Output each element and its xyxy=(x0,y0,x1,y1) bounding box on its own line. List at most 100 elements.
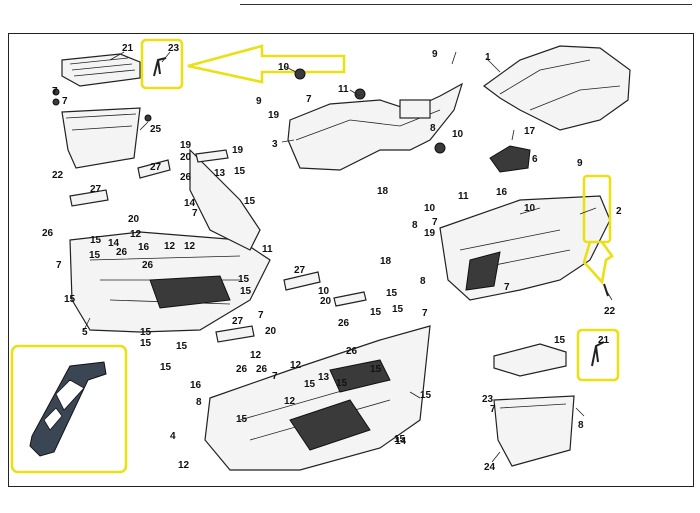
callout-label: 14 xyxy=(108,238,120,249)
left-mount-bracket-part xyxy=(189,148,261,251)
callout-label: 18 xyxy=(380,256,392,267)
callout-label: 15 xyxy=(140,338,152,349)
callout-label: 12 xyxy=(178,460,190,471)
callout-label: 15 xyxy=(386,288,398,299)
callout-label: 15 xyxy=(244,196,256,207)
callout-label: 8 xyxy=(412,220,418,231)
callout-label: 8 xyxy=(430,123,436,134)
rear-fender-part xyxy=(287,82,464,171)
callout-label: 7 xyxy=(258,310,264,321)
callout-label: 15 xyxy=(394,434,406,445)
cap-part xyxy=(489,145,531,173)
callout-label: 27 xyxy=(294,265,306,276)
callout-label: 10 xyxy=(424,203,436,214)
callout-label: 25 xyxy=(150,124,162,135)
callout-label: 14 xyxy=(184,198,196,209)
callout-label: 21 xyxy=(122,43,134,54)
callout-label: 23 xyxy=(482,394,494,405)
front-fender-part xyxy=(482,45,631,131)
callout-label: 19 xyxy=(232,145,244,156)
callout-label: 4 xyxy=(170,431,176,442)
callout-label: 26 xyxy=(346,346,358,357)
callout-label: 27 xyxy=(90,184,102,195)
callout-label: 21 xyxy=(598,335,610,346)
callout-label: 17 xyxy=(524,126,536,137)
callout-label: 3 xyxy=(272,139,278,150)
storage-box-part xyxy=(61,107,141,169)
callout-label: 11 xyxy=(262,244,273,255)
left-footwell-panel-part xyxy=(69,231,271,333)
callout-label: 7 xyxy=(56,260,62,271)
callout-label: 10 xyxy=(524,203,536,214)
callout-label: 7 xyxy=(432,217,438,228)
callout-label: 15 xyxy=(140,327,152,338)
bracket-highlight-right xyxy=(576,174,620,382)
callout-label: 20 xyxy=(320,296,332,307)
callout-label: 24 xyxy=(484,462,496,473)
callout-label: 15 xyxy=(236,414,248,425)
callout-label: 26 xyxy=(142,260,154,271)
callout-label: 2 xyxy=(616,206,622,217)
grab-handle-highlight-top xyxy=(140,38,346,90)
callout-label: 10 xyxy=(278,62,290,73)
callout-label: 15 xyxy=(89,250,101,261)
callout-label: 15 xyxy=(336,378,348,389)
callout-label: 12 xyxy=(290,360,302,371)
front-midbody-panel-part xyxy=(439,195,611,301)
callout-label: 19 xyxy=(180,140,192,151)
footpegs-left xyxy=(69,149,229,207)
callout-label: 7 xyxy=(422,308,428,319)
callout-label: 9 xyxy=(577,158,583,169)
callout-label: 9 xyxy=(432,49,438,60)
callout-label: 7 xyxy=(490,404,496,415)
rubber-bumpers-top xyxy=(294,68,446,154)
callout-label: 14 xyxy=(395,436,407,447)
footpegs-center xyxy=(215,271,367,343)
callout-label: 15 xyxy=(392,304,404,315)
callout-label: 7 xyxy=(504,282,510,293)
callout-label: 7 xyxy=(192,208,198,219)
callout-label: 1 xyxy=(485,52,491,63)
callout-label: 16 xyxy=(496,187,508,198)
callout-label: 19 xyxy=(268,110,280,121)
callout-label: 9 xyxy=(256,96,262,107)
fastener-screws-left xyxy=(52,88,152,122)
leader-lines xyxy=(83,51,613,463)
rear-storage-lid-part xyxy=(61,53,141,87)
callout-label: 15 xyxy=(234,166,246,177)
callout-label: 20 xyxy=(128,214,140,225)
callout-label: 27 xyxy=(150,162,162,173)
callout-labels: 21 23 10 9 1 7 7 25 11 9 19 7 8 10 3 17 … xyxy=(42,43,622,473)
callout-label: 15 xyxy=(240,286,252,297)
callout-label: 16 xyxy=(138,242,150,253)
callout-label: 8 xyxy=(578,420,584,431)
callout-label: 15 xyxy=(160,362,172,373)
callout-label: 26 xyxy=(236,364,248,375)
callout-label: 26 xyxy=(42,228,54,239)
callout-label: 12 xyxy=(284,396,296,407)
callout-label: 23 xyxy=(168,43,180,54)
callout-label: 27 xyxy=(232,316,244,327)
callout-label: 7 xyxy=(272,371,278,382)
top-rule xyxy=(240,4,692,5)
rear-storage-right xyxy=(493,343,575,467)
callout-label: 26 xyxy=(338,318,350,329)
callout-label: 15 xyxy=(238,274,250,285)
callout-label: 11 xyxy=(458,191,469,202)
callout-label: 12 xyxy=(184,241,196,252)
callout-label: 8 xyxy=(196,397,202,408)
callout-label: 7 xyxy=(62,96,68,107)
callout-label: 15 xyxy=(176,341,188,352)
callout-label: 26 xyxy=(116,247,128,258)
callout-label: 19 xyxy=(424,228,436,239)
callout-label: 12 xyxy=(130,229,142,240)
callout-label: 20 xyxy=(180,152,192,163)
callout-label: 11 xyxy=(338,84,349,95)
callout-label: 18 xyxy=(377,186,389,197)
callout-label: 15 xyxy=(64,294,76,305)
callout-label: 13 xyxy=(318,372,330,383)
callout-label: 15 xyxy=(90,235,102,246)
callout-label: 10 xyxy=(318,286,330,297)
callout-label: 6 xyxy=(532,154,538,165)
